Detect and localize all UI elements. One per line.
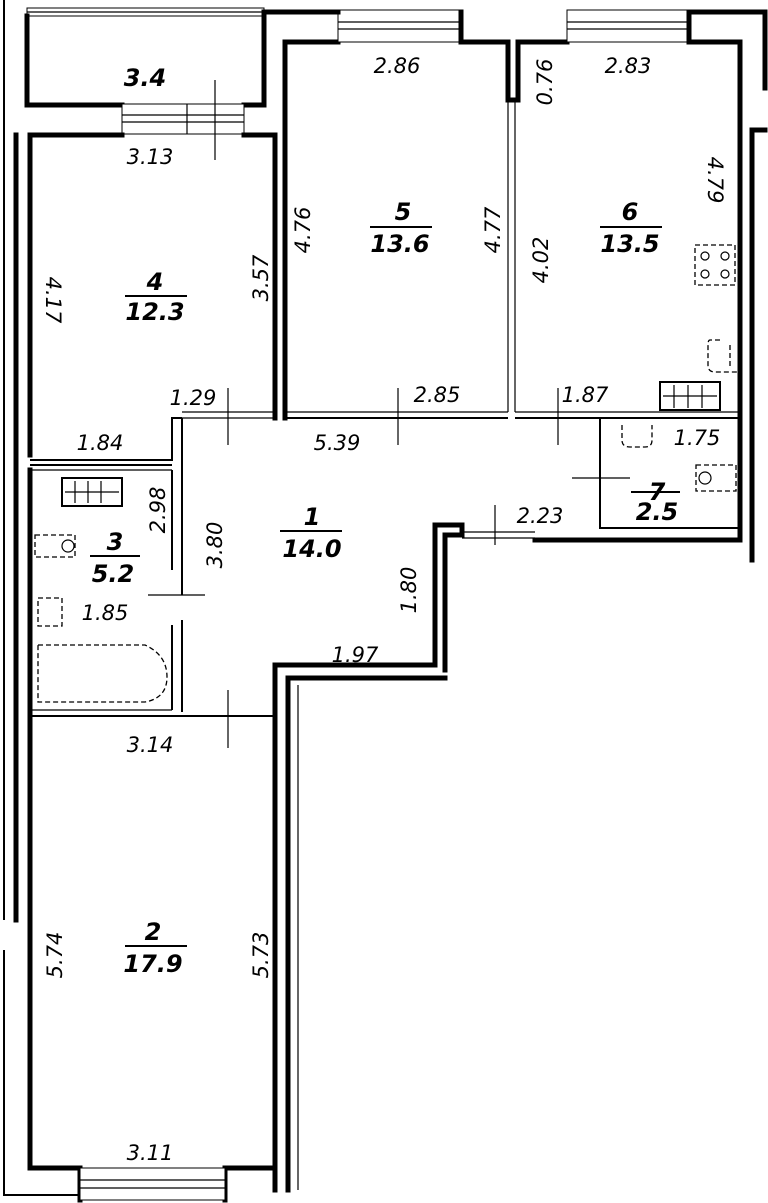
room-5 — [282, 9, 570, 421]
room-label-3: 3 5.2 — [90, 528, 140, 588]
room-label-5: 5 13.6 — [370, 198, 432, 258]
dimension-label: 4.02 — [529, 237, 553, 284]
bathtub-icon — [37, 644, 168, 703]
washbasin-icon — [695, 464, 737, 492]
dimension-label: 1.87 — [562, 383, 609, 407]
room-number: 4 — [146, 268, 164, 296]
dimension-label: 2.98 — [146, 487, 170, 534]
room-number: 2 — [145, 918, 162, 946]
room-label-7: 7 2.5 — [631, 478, 680, 526]
balcony — [24, 7, 303, 160]
room-3 — [27, 464, 275, 748]
room-area: 12.3 — [125, 298, 184, 326]
dimension-label: 4.17 — [41, 277, 65, 324]
room-number: 5 — [395, 198, 412, 226]
dimension-label: 3.13 — [127, 145, 174, 169]
room-number: 6 — [622, 198, 639, 226]
room-1 — [148, 418, 743, 1193]
room-area: 13.5 — [600, 230, 659, 258]
room-area: 14.0 — [282, 535, 341, 563]
dimension-label: 2.23 — [517, 504, 564, 528]
dimension-label: 5.39 — [314, 431, 361, 455]
room-area: 17.9 — [123, 950, 182, 978]
dimension-label: 2.85 — [414, 383, 461, 407]
room-label-4: 4 12.3 — [125, 268, 187, 326]
toilet-icon — [621, 425, 653, 448]
kitchen-sink-icon — [707, 339, 738, 373]
dimension-label: 3.80 — [203, 522, 227, 569]
dimension-label: 1.84 — [77, 431, 124, 455]
dimension-label: 4.76 — [291, 207, 315, 254]
dimension-label: 2.86 — [374, 54, 421, 78]
room-number: 3 — [107, 528, 124, 556]
room-area: 2.5 — [636, 498, 679, 526]
dimension-label: 1.85 — [82, 601, 129, 625]
dimension-label: 1.80 — [397, 567, 421, 614]
washbasin-icon — [34, 534, 76, 558]
dimension-label: 2.83 — [605, 54, 652, 78]
radiator-icon — [659, 381, 721, 411]
dimension-label: 1.75 — [674, 426, 721, 450]
room-7 — [599, 417, 741, 529]
room-label-1: 1 14.0 — [280, 503, 342, 563]
room-6 — [566, 9, 768, 563]
dimension-label: 5.73 — [249, 932, 273, 979]
outer-wall-bottom-left — [3, 950, 80, 1196]
dimension-label: 0.76 — [533, 59, 557, 106]
room-area: 13.6 — [370, 230, 429, 258]
dimension-label: 4.77 — [481, 206, 505, 253]
room-area: 5.2 — [92, 560, 135, 588]
room-2 — [27, 713, 278, 1203]
room-label-2: 2 17.9 — [123, 918, 187, 978]
dimension-label: 1.29 — [170, 386, 217, 410]
dimension-label: 5.74 — [43, 932, 67, 979]
balcony-area: 3.4 — [124, 64, 167, 92]
dimension-label: 3.57 — [249, 254, 273, 301]
dimension-label: 1.97 — [332, 643, 379, 667]
towel-rail-icon — [61, 477, 123, 507]
room-number: 1 — [304, 503, 321, 531]
room-4 — [27, 132, 278, 461]
dimension-label: 3.11 — [127, 1141, 174, 1165]
toilet-icon — [37, 597, 63, 627]
dimension-label: 4.79 — [703, 157, 727, 204]
dimension-label: 3.14 — [127, 733, 174, 757]
room-label-6: 6 13.5 — [600, 198, 662, 258]
stove-icon — [694, 244, 736, 286]
